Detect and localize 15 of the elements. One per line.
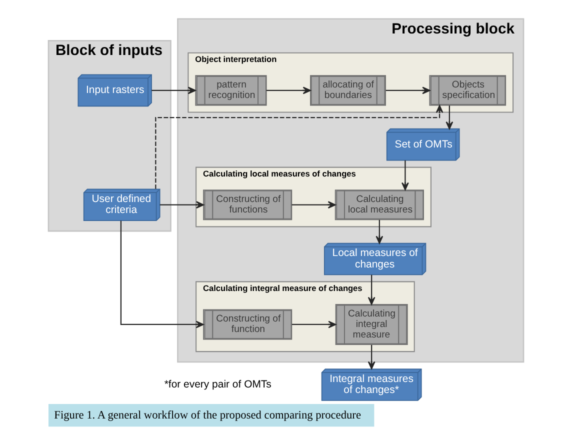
arrow [151,86,196,94]
arrow [291,201,336,209]
arrow [375,220,383,244]
arrow [385,86,430,94]
arrow [292,320,336,328]
arrow [400,160,408,190]
arrow [120,220,204,328]
arrow [154,105,443,189]
label: *for every pair of OMTs [164,379,271,390]
caption: Figure 1. A general workflow of the proposed comparing procedure [54,409,360,422]
arrow [367,274,375,305]
arrow [159,201,204,209]
arrow [266,86,310,94]
arrow [445,106,453,130]
arrow [367,344,375,370]
